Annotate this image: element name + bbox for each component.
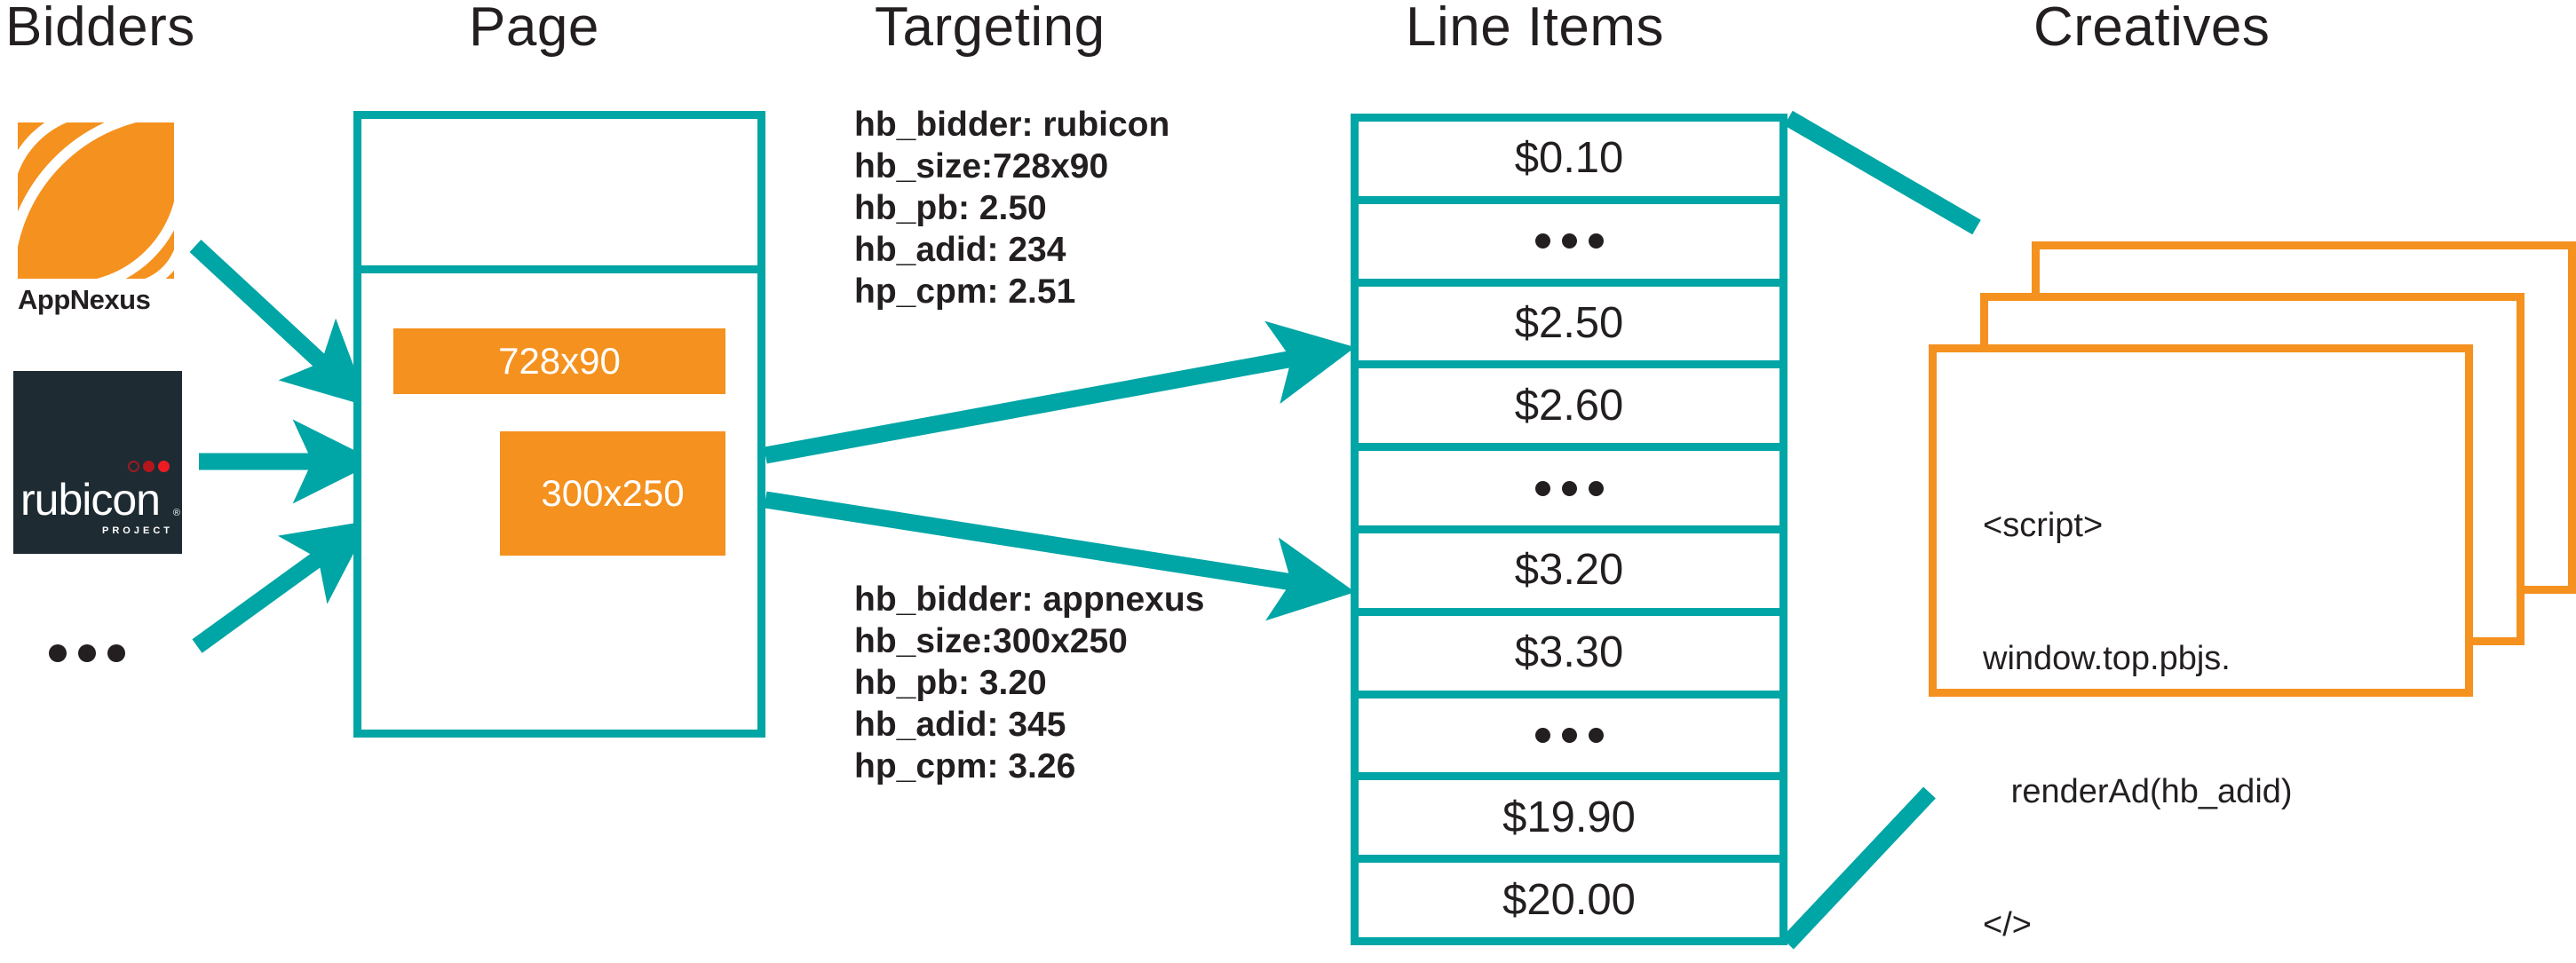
- ad-slot-leaderboard[interactable]: 728x90: [393, 328, 725, 394]
- targeting-line: hb_bidder: rubicon: [854, 106, 1170, 144]
- appnexus-logo-icon: [18, 122, 174, 279]
- rubicon-dots-icon: [128, 461, 170, 472]
- arrow-leaderboard-to-lineitem-250: [764, 320, 1356, 464]
- targeting-line: hp_cpm: 3.26: [854, 747, 1076, 785]
- creative-code-line: <script>: [1983, 507, 2104, 544]
- targeting-line: hb_adid: 234: [854, 231, 1066, 269]
- rubicon-project-label: PROJECT: [102, 525, 173, 536]
- line-item-row[interactable]: $0.10: [1359, 122, 1779, 196]
- page-box: 728x90 300x250: [353, 111, 765, 738]
- line-item-row-ellipsis: [1359, 451, 1779, 525]
- creative-code-block: <script> window.top.pbjs. renderAd(hb_ad…: [1983, 414, 2465, 963]
- line-item-row[interactable]: $20.00: [1359, 863, 1779, 937]
- line-items-list: $0.10 $2.50 $2.60 $3.20 $3.30 $19.90 $20…: [1351, 114, 1787, 945]
- line-item-row[interactable]: $3.30: [1359, 615, 1779, 691]
- page-content-region: 728x90 300x250: [361, 273, 757, 738]
- arrow-appnexus-to-page: [189, 240, 369, 407]
- column-heading-bidders: Bidders: [5, 0, 195, 58]
- connector-lineitems-to-creatives-bottom: [1781, 786, 1936, 950]
- connector-lineitems-to-creatives-top: [1784, 110, 1981, 235]
- rubicon-label: rubicon: [20, 475, 161, 525]
- targeting-keys-appnexus: hb_bidder: appnexus hb_size:300x250 hb_p…: [854, 579, 1204, 787]
- line-item-row-ellipsis: [1359, 698, 1779, 773]
- rubicon-registered-mark: ®: [172, 508, 180, 518]
- line-item-row[interactable]: $2.50: [1359, 286, 1779, 361]
- targeting-keys-rubicon: hb_bidder: rubicon hb_size:728x90 hb_pb:…: [854, 104, 1169, 312]
- ellipsis-icon: [1534, 727, 1604, 743]
- ad-slot-mpu[interactable]: 300x250: [500, 431, 725, 556]
- bidder-appnexus[interactable]: AppNexus: [18, 122, 174, 313]
- targeting-line: hb_bidder: appnexus: [854, 580, 1205, 619]
- line-item-row[interactable]: $3.20: [1359, 533, 1779, 608]
- creative-card-front[interactable]: <script> window.top.pbjs. renderAd(hb_ad…: [1929, 344, 2473, 943]
- column-heading-creatives: Creatives: [2033, 0, 2271, 58]
- targeting-line: hb_size:728x90: [854, 147, 1109, 185]
- targeting-line: hb_adid: 345: [854, 706, 1066, 744]
- page-divider: [361, 265, 757, 273]
- targeting-line: hb_size:300x250: [854, 622, 1128, 660]
- column-heading-line-items: Line Items: [1406, 0, 1665, 58]
- creative-code-line: window.top.pbjs.: [1983, 640, 2231, 677]
- bidders-more-ellipsis: [49, 644, 125, 662]
- page-header-region: [361, 119, 757, 265]
- creative-code-line: renderAd(hb_adid): [1983, 773, 2293, 810]
- arrow-more-bidders-to-page: [192, 520, 371, 653]
- ellipsis-icon: [1534, 480, 1604, 496]
- ellipsis-icon: [1534, 233, 1604, 249]
- column-heading-page: Page: [469, 0, 599, 58]
- arrow-mpu-to-lineitem-320: [764, 491, 1356, 621]
- line-item-row[interactable]: $2.60: [1359, 368, 1779, 444]
- targeting-line: hp_cpm: 2.51: [854, 272, 1076, 311]
- targeting-line: hb_pb: 2.50: [854, 189, 1047, 227]
- line-item-row[interactable]: $19.90: [1359, 780, 1779, 856]
- creative-code-line: </>: [1983, 906, 2032, 943]
- column-heading-targeting: Targeting: [875, 0, 1106, 58]
- line-item-row-ellipsis: [1359, 203, 1779, 279]
- bidder-rubicon[interactable]: rubicon ® PROJECT: [13, 371, 182, 554]
- appnexus-label: AppNexus: [18, 284, 151, 315]
- targeting-line: hb_pb: 3.20: [854, 664, 1047, 702]
